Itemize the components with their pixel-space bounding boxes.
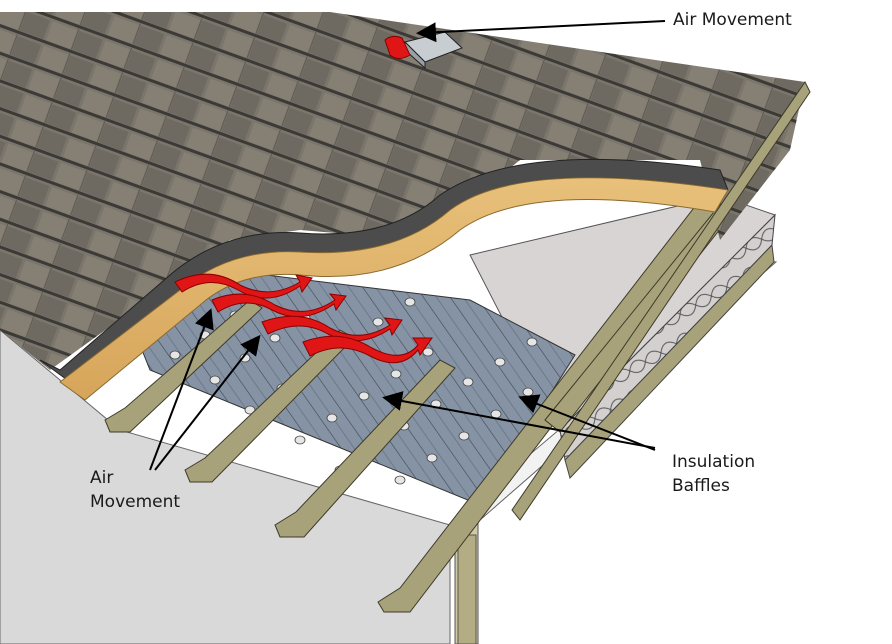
baffle-hole [269,333,281,343]
label-soffit-air-movement: Air Movement [90,466,180,514]
baffle-hole [426,453,438,463]
label-line: Air [90,468,114,488]
baffle-hole [294,435,306,445]
label-line: Movement [90,492,181,512]
label-roof-vent-air-movement: Air Movement [673,8,792,32]
label-insulation-baffles: Insulation Baffles [672,450,755,498]
baffle-hole [394,475,406,485]
top-plate [564,243,775,479]
rafter [274,359,456,538]
leader-line-air-1 [149,308,214,471]
baffle-hole [422,347,434,357]
vent-airflow-arrow [384,35,411,59]
roof-edge [511,81,811,521]
wall-stud [457,534,477,644]
baffle-hole [209,375,221,385]
air-flow-arrows [174,273,433,364]
baffle-hole [522,387,534,397]
label-line: Air Movement [673,10,792,30]
baffle-hole [458,431,470,441]
roof-sheathing [59,177,729,401]
baffle-hole [494,357,506,367]
air-flow-arrow [174,273,313,299]
air-flow-arrow [211,293,347,318]
baffle-hole [526,337,538,347]
label-line: Insulation [672,452,756,472]
label-line: Baffles [672,476,730,496]
baffle-hole [372,317,384,327]
asphalt-shingles [0,12,805,370]
rafter [104,299,263,433]
leader-line-roof-vent [416,20,666,43]
leader-lines [149,20,666,471]
leader-line-baffle-1 [382,391,656,449]
baffle-hole [404,297,416,307]
leader-line-air-2 [154,334,261,471]
air-flow-arrow [302,335,433,364]
baffle-hole [390,369,402,379]
air-flow-arrow [261,315,403,342]
leader-line-baffle-2 [518,394,656,451]
baffle-hole [326,413,338,423]
baffle-hole [462,377,474,387]
baffle-hole [358,391,370,401]
baffle-hole [169,350,181,360]
